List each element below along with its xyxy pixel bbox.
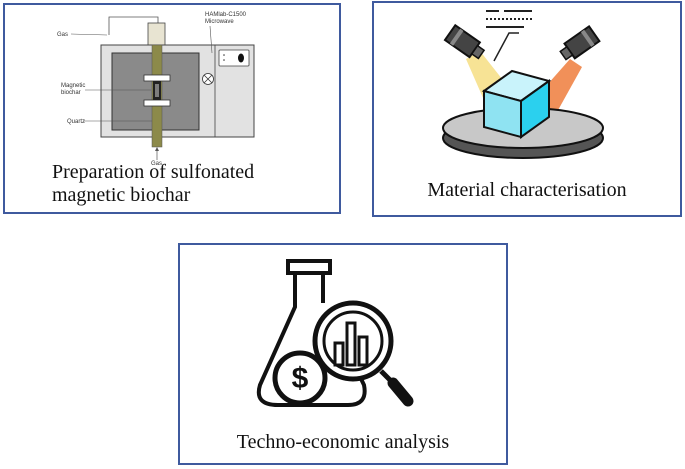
power-indicator-cross-2 [203,74,213,84]
characterisation-panel: Material characterisation [372,1,682,217]
dollar-sign-glyph: $ [292,362,309,395]
preparation-caption-line2: magnetic biochar [52,184,191,206]
preparation-caption: Preparation of sulfonated magnetic bioch… [52,161,332,207]
dollar-coin-icon [272,350,328,406]
biochar-sample-highlight [155,84,159,97]
techno-economic-caption: Techno-economic analysis [236,431,450,453]
display-dot-1 [223,54,225,56]
techno-economic-panel: $ Techno-economic analysis [178,243,508,465]
magnifier-handle [387,377,414,407]
quartz-label: Quartz [67,119,85,125]
cube-under-lights-icon [442,10,604,159]
gas-top-label: Gas [57,32,68,38]
preparation-caption-line1: Preparation of sulfonated [52,161,255,183]
characterisation-caption: Material characterisation [427,179,627,201]
device-label-line2: Microwave [205,19,234,25]
flask-cap [286,259,332,275]
left-lamp-icon [443,23,486,60]
magnetic-label-line2: biochar [61,90,81,96]
gas-top-pointer [70,33,108,36]
display-dot-2 [223,59,225,61]
gas-bottom-arrowhead [155,147,159,151]
cube-side [520,79,550,139]
lower-clamp [143,99,171,107]
right-lamp-icon [559,24,601,61]
gas-inlet-line [108,16,159,35]
display-knob [238,53,244,63]
device-pointer [209,25,213,54]
preparation-panel: Gas HAMlab-C1500 Microwave Magnetic bioc… [3,3,341,214]
lens-bar-2 [345,321,357,367]
flask-magnifier-dollar-icon: $ [256,259,414,407]
lens-bar-3 [357,335,369,367]
display-window [218,49,250,67]
vent-tube [147,22,166,46]
magnetic-label-line1: Magnetic [61,83,85,89]
upper-clamp [143,74,171,82]
flask-body [256,273,367,407]
lens-bar-1 [333,341,345,367]
device-label-line1: HAMlab-C1500 [205,12,247,18]
gas-bottom-label: Gas [151,161,162,167]
microwave-setup-diagram: Gas HAMlab-C1500 Microwave Magnetic bioc… [57,12,255,167]
callout-line [493,32,519,62]
